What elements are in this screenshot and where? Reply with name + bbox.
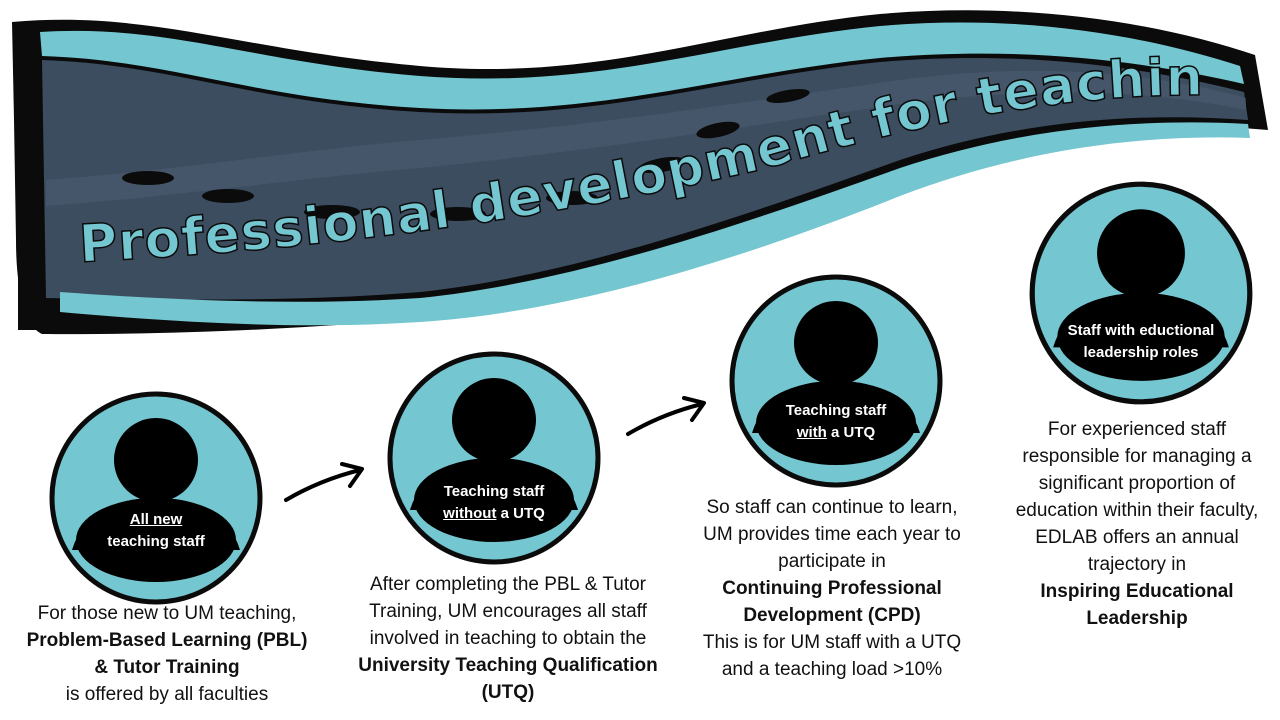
road-left-cap — [18, 200, 44, 330]
desc-line: After completing the PBL & Tutor — [370, 574, 646, 595]
person-icon — [49, 391, 263, 605]
road-surface — [42, 57, 1248, 300]
desc-bold: & Tutor Training — [94, 657, 240, 678]
desc-without-utq: After completing the PBL & Tutor Trainin… — [340, 571, 676, 706]
stage-without-utq: Teaching staff without a UTQ — [386, 350, 602, 566]
desc-bold: University Teaching Qualification — [358, 655, 658, 676]
badge-line1: Staff with eductional — [1067, 322, 1215, 339]
badge-leadership: Staff with eductional leadership roles — [1028, 320, 1254, 364]
desc-line: participate in — [778, 551, 886, 572]
person-icon — [387, 351, 601, 565]
desc-bold: Leadership — [1086, 608, 1188, 629]
desc-line: Training, UM encourages all staff — [369, 601, 647, 622]
lane-dashes — [122, 88, 810, 221]
stage-all-new: All new teaching staff — [48, 390, 264, 606]
person-icon — [1029, 181, 1253, 405]
road-shade — [46, 70, 1246, 206]
badge-all-new: All new teaching staff — [48, 509, 264, 553]
badge-line1: Teaching staff — [443, 483, 545, 500]
badge-underlined: All new — [129, 511, 183, 528]
desc-bold: Continuing Professional — [722, 578, 942, 599]
stage-with-utq: Teaching staff with a UTQ — [728, 273, 944, 489]
arrow-icon — [284, 462, 364, 502]
desc-line: and a teaching load >10% — [721, 659, 943, 680]
desc-line: trajectory in — [1087, 554, 1187, 575]
desc-line: is offered by all faculties — [65, 684, 269, 705]
badge-rest: teaching staff — [107, 533, 205, 550]
desc-bold: (UTQ) — [481, 682, 535, 703]
road-bottom-border — [60, 122, 1250, 326]
badge-suffix: a UTQ — [826, 424, 876, 441]
badge-underlined: without — [443, 505, 497, 522]
person-icon — [729, 274, 943, 488]
desc-with-utq: So staff can continue to learn, UM provi… — [680, 494, 984, 683]
desc-line: For experienced staff — [1047, 419, 1227, 440]
badge-with-utq: Teaching staff with a UTQ — [728, 400, 944, 444]
desc-all-new: For those new to UM teaching, Problem-Ba… — [10, 600, 324, 708]
arrow-icon — [626, 396, 706, 436]
desc-line: So staff can continue to learn, — [706, 497, 958, 518]
desc-line: This is for UM staff with a UTQ — [702, 632, 962, 653]
desc-leadership: For experienced staff responsible for ma… — [990, 416, 1280, 632]
badge-without-utq: Teaching staff without a UTQ — [386, 481, 602, 525]
desc-line: EDLAB offers an annual — [1035, 527, 1239, 548]
badge-line2: leadership roles — [1083, 344, 1199, 361]
desc-line: UM provides time each year to — [703, 524, 961, 545]
badge-suffix: a UTQ — [496, 505, 545, 522]
road-top-border — [40, 22, 1244, 110]
badge-line1: Teaching staff — [785, 402, 887, 419]
desc-line: significant proportion of — [1038, 473, 1236, 494]
desc-line: involved in teaching to obtain the — [369, 628, 647, 649]
desc-bold: Development (CPD) — [743, 605, 921, 626]
desc-bold: Inspiring Educational — [1040, 581, 1234, 602]
desc-line: responsible for managing a — [1022, 446, 1252, 467]
desc-line: For those new to UM teaching, — [37, 603, 297, 624]
badge-underlined: with — [796, 424, 827, 441]
desc-bold: Problem-Based Learning (PBL) — [26, 630, 308, 651]
road-banner: Professional development for teaching st… — [0, 0, 1268, 335]
desc-line: education within their faculty, — [1015, 500, 1259, 521]
stage-leadership: Staff with eductional leadership roles — [1028, 180, 1254, 406]
